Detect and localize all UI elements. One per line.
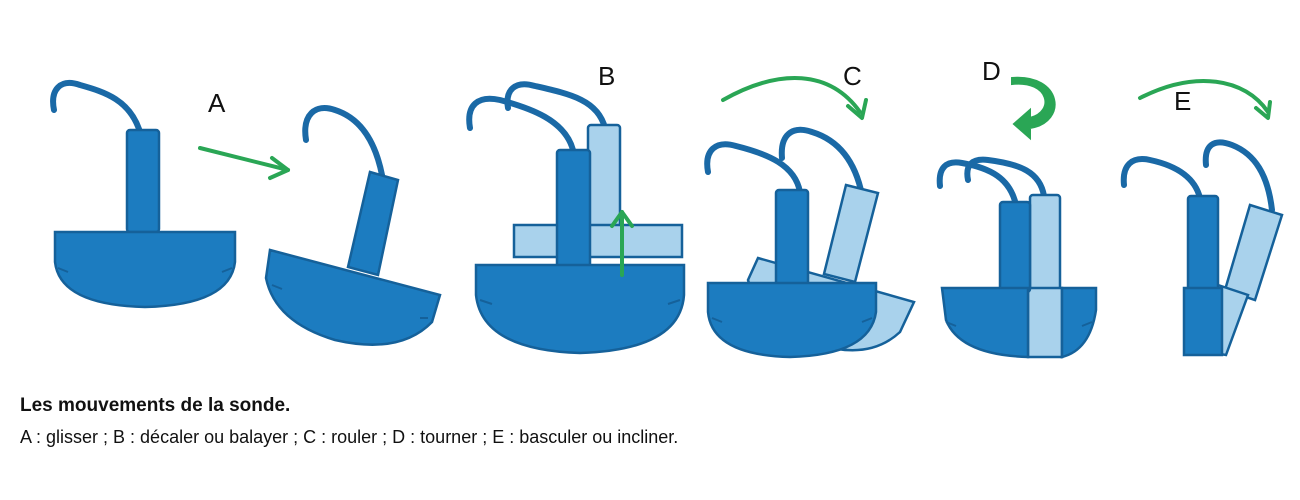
- glide-arrow: [198, 146, 290, 180]
- caption-title: Les mouvements de la sonde.: [20, 395, 291, 416]
- label-a: A: [208, 88, 226, 118]
- label-c: C: [843, 61, 862, 91]
- movement-b-shift: B: [466, 61, 686, 355]
- shift-arrow: [610, 210, 634, 277]
- probe-e-dark: [1120, 156, 1224, 357]
- rotate-arrow: [1011, 76, 1056, 141]
- roll-arrow: [721, 76, 868, 120]
- caption-text: A : glisser ; B : décaler ou balayer ; C…: [20, 427, 679, 447]
- label-d: D: [982, 56, 1001, 86]
- probe-c-dark: [704, 141, 878, 359]
- probe-a-start: [50, 80, 237, 309]
- probe-d-dark: [936, 159, 1098, 359]
- movement-c-roll: C: [704, 61, 916, 359]
- label-e: E: [1174, 86, 1191, 116]
- probe-a-end: [264, 105, 442, 346]
- label-b: B: [598, 61, 615, 91]
- probe-b-dark: [466, 95, 686, 355]
- movement-d-rotate: D: [936, 56, 1098, 359]
- tilt-arrow: [1138, 79, 1272, 120]
- movement-a-glide: A: [50, 80, 442, 346]
- movement-e-tilt: E: [1120, 79, 1284, 357]
- probe-movements-diagram: A B: [50, 56, 1284, 359]
- caption: Les mouvements de la sonde. A : glisser …: [20, 395, 1280, 448]
